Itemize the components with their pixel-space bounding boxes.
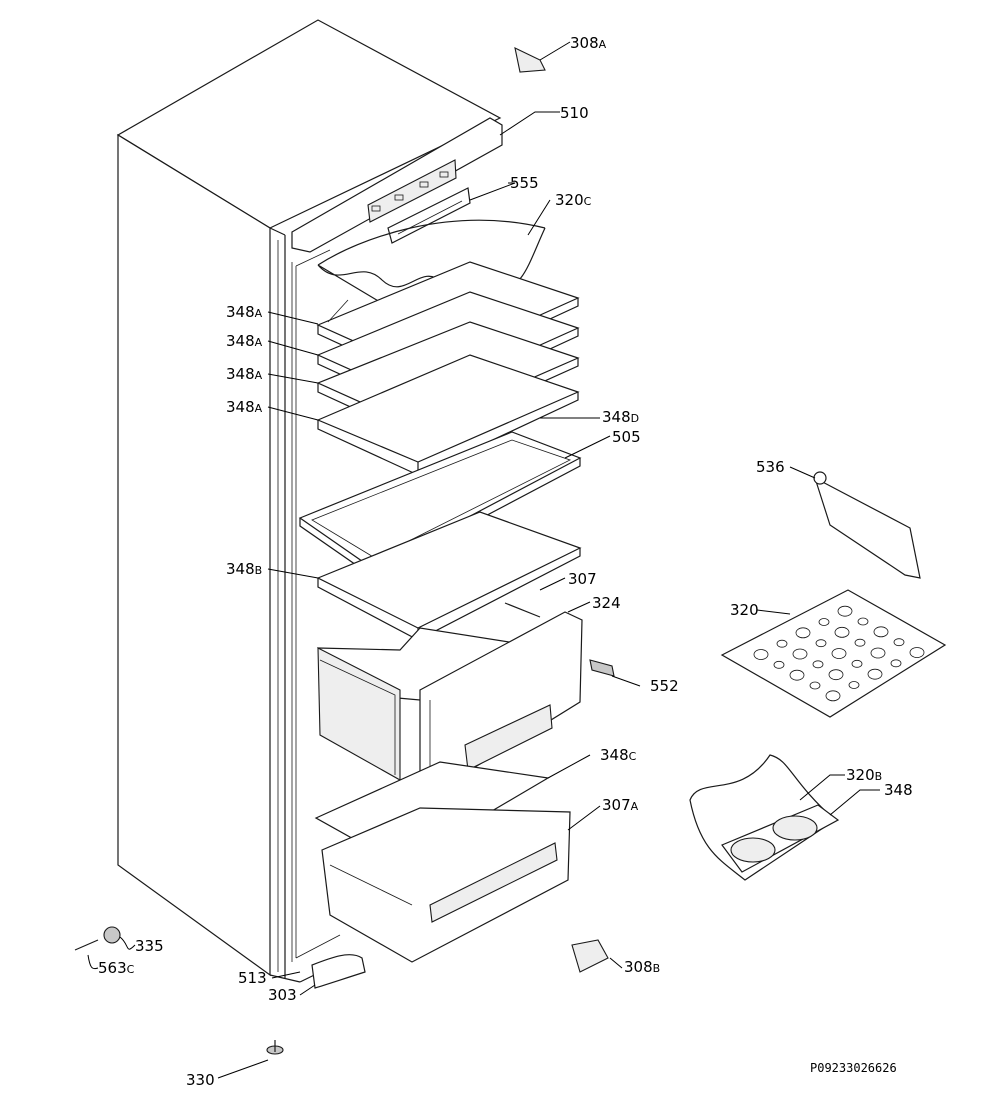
adjustable-foot-330 (266, 1040, 284, 1055)
plate-hole (854, 638, 866, 647)
callout-335: 335 (135, 937, 164, 955)
callout-563c: 563C (98, 959, 135, 977)
callout-555: 555 (510, 174, 539, 192)
divider-536 (813, 471, 921, 579)
callout-513: 513 (238, 969, 267, 987)
plate-hole (815, 639, 827, 648)
lower-drawer-307a (321, 807, 571, 963)
plate-hole (773, 660, 785, 669)
plate-hole (818, 618, 830, 626)
kickplate-303 (311, 954, 366, 989)
plate-hole (890, 659, 902, 668)
callout-320c: 320C (555, 191, 592, 209)
callout-536: 536 (756, 458, 785, 476)
plate-hole (851, 659, 863, 668)
callout-303: 303 (268, 986, 297, 1004)
perforated-plate-320 (720, 589, 947, 718)
shelf-glass-348b (316, 511, 582, 641)
callout-308b: 308B (624, 958, 660, 976)
callout-348a-3: 348A (226, 365, 263, 383)
plate-hole (848, 681, 860, 689)
callout-552: 552 (650, 677, 679, 695)
drawer-rail-307 (504, 602, 541, 618)
plate-hole (812, 660, 824, 669)
callout-320: 320 (730, 601, 759, 619)
hinge-308b (571, 939, 609, 973)
control-panel (291, 117, 503, 253)
callout-510: 510 (560, 104, 589, 122)
callout-505: 505 (612, 428, 641, 446)
callout-330: 330 (186, 1071, 215, 1089)
pin-563c (74, 939, 99, 951)
wire-rack-320b (689, 754, 840, 881)
callout-348c: 348C (600, 746, 637, 764)
plate-hole (867, 668, 883, 680)
plate-hole (909, 647, 925, 658)
small-part-552 (589, 659, 615, 677)
plate-hole (873, 626, 889, 638)
callout-324: 324 (592, 594, 621, 612)
callout-348a-4: 348A (226, 398, 263, 416)
plate-hole (753, 649, 769, 660)
plate-hole (776, 639, 788, 648)
callout-320b: 320B (846, 766, 882, 784)
callout-348b: 348B (226, 560, 262, 578)
plate-hole (809, 681, 821, 690)
plate-hole (789, 669, 805, 681)
callout-307: 307 (568, 570, 597, 588)
plate-hole (831, 648, 847, 659)
callout-348a-2: 348A (226, 332, 263, 350)
callout-308a: 308A (570, 34, 607, 52)
plate-hole (834, 626, 850, 638)
hinge-308a (514, 47, 546, 73)
plate-hole (795, 627, 811, 639)
fridge-cabinet (116, 19, 502, 983)
plate-hole (837, 605, 853, 617)
plate-hole (893, 638, 905, 647)
callout-307a: 307A (602, 796, 639, 814)
callout-348d: 348D (602, 408, 639, 426)
callout-348a-1: 348A (226, 303, 263, 321)
plate-hole (857, 617, 869, 626)
plate-hole (792, 648, 808, 660)
callout-labels: 308A 510 555 320C 348A 348A 348A 348A 34… (98, 34, 913, 1089)
plate-hole (870, 647, 886, 659)
callout-348: 348 (884, 781, 913, 799)
diagram-code: P09233026626 (810, 1061, 897, 1075)
plate-hole (825, 690, 841, 702)
knob-335 (103, 926, 121, 944)
leader-lines (87, 41, 880, 1079)
plate-hole (828, 669, 844, 681)
